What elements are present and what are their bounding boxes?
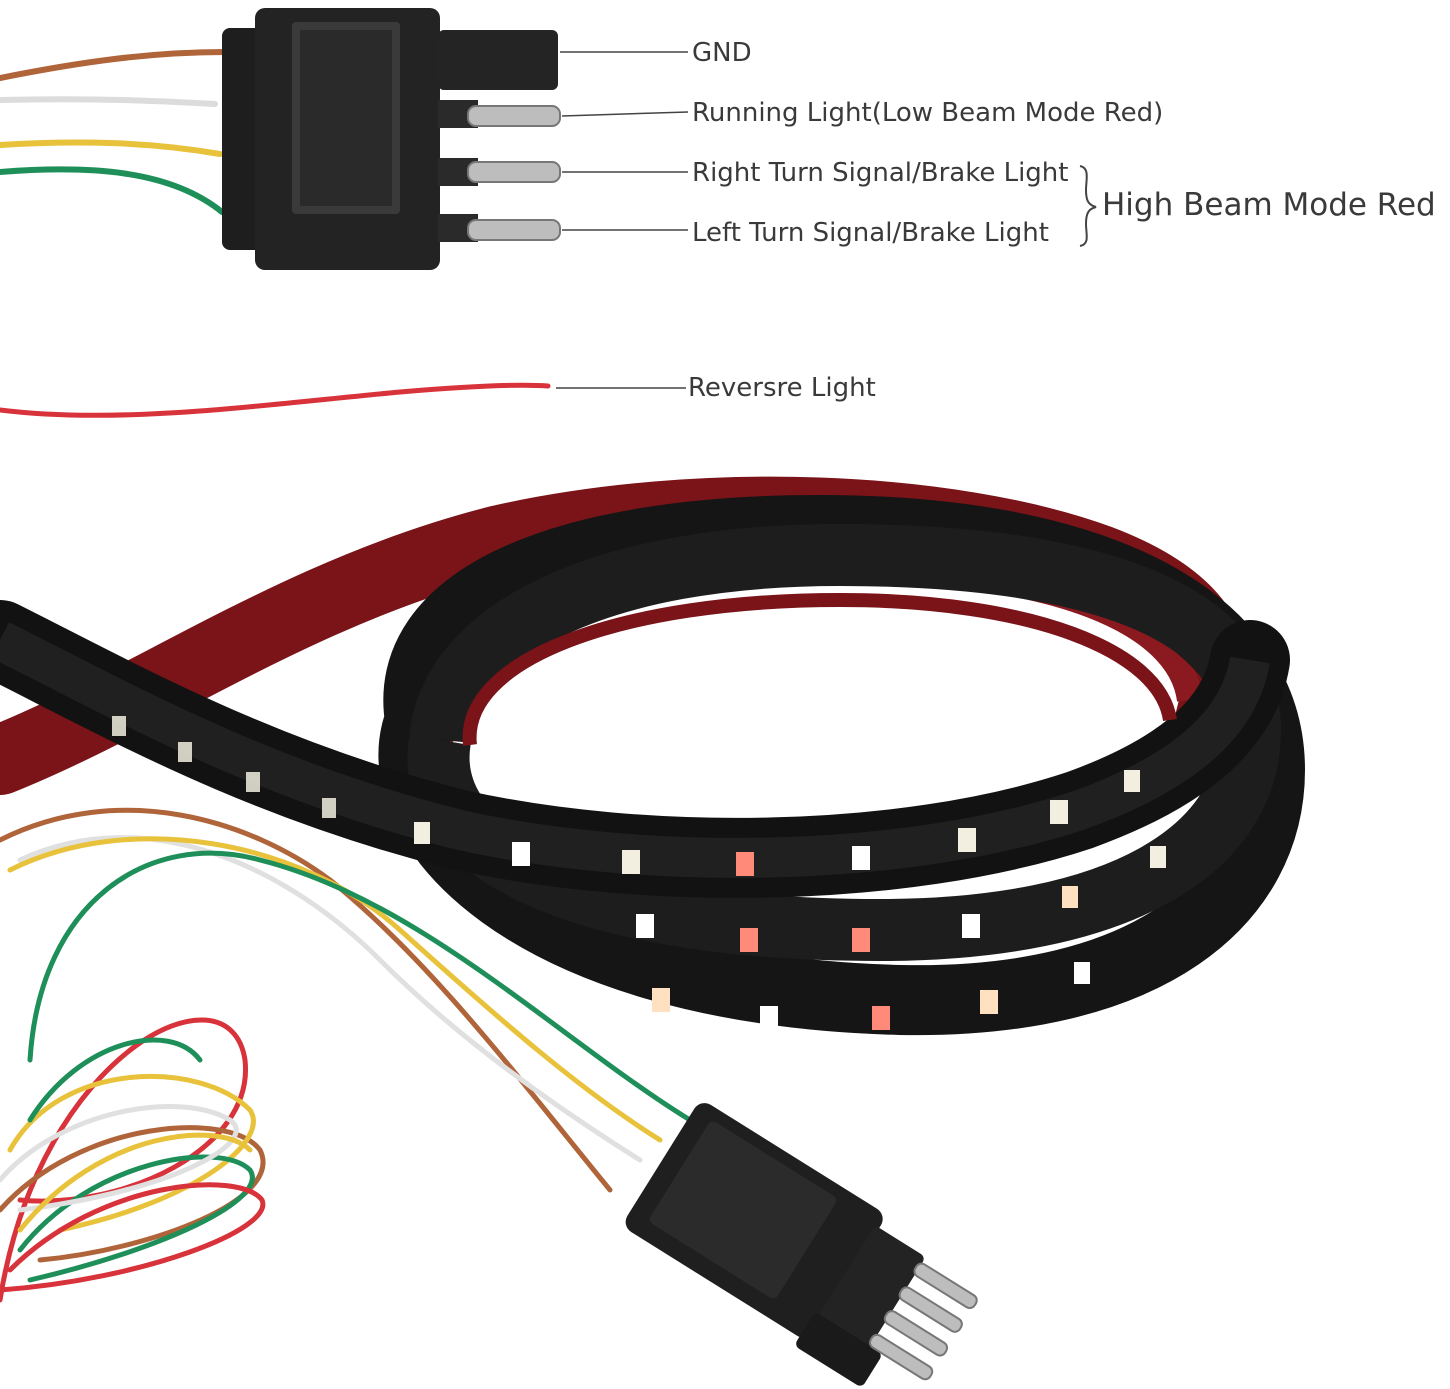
connector-bottom-pins bbox=[868, 1262, 978, 1381]
left-turn-label: Left Turn Signal/Brake Light bbox=[692, 218, 1049, 248]
yellow-wire-top bbox=[0, 139, 223, 157]
led-chips bbox=[112, 716, 1166, 1030]
connector-top-pins bbox=[438, 100, 561, 242]
connector-bottom-icon bbox=[625, 1103, 978, 1386]
connector-top-icon bbox=[222, 8, 561, 270]
right-turn-label: Right Turn Signal/Brake Light bbox=[692, 158, 1068, 188]
reverse-light-label: Reversre Light bbox=[688, 373, 876, 403]
top-wires bbox=[0, 49, 228, 215]
brown-wire-top bbox=[0, 49, 228, 81]
yellow-wire-bottom bbox=[7, 836, 663, 1143]
green-wire-bottom bbox=[27, 850, 693, 1123]
brace-icon bbox=[1079, 165, 1097, 247]
high-beam-group-label: High Beam Mode Red bbox=[1102, 187, 1436, 223]
gnd-label: GND bbox=[692, 38, 752, 68]
white-wire-top bbox=[0, 96, 218, 107]
bottom-wires bbox=[0, 807, 693, 1303]
coiled-led-strip-icon bbox=[0, 476, 1306, 1036]
red-wire-reverse bbox=[0, 382, 551, 418]
green-wire-top bbox=[0, 166, 225, 215]
leader-lines bbox=[556, 51, 689, 389]
running-light-label: Running Light(Low Beam Mode Red) bbox=[692, 98, 1163, 128]
